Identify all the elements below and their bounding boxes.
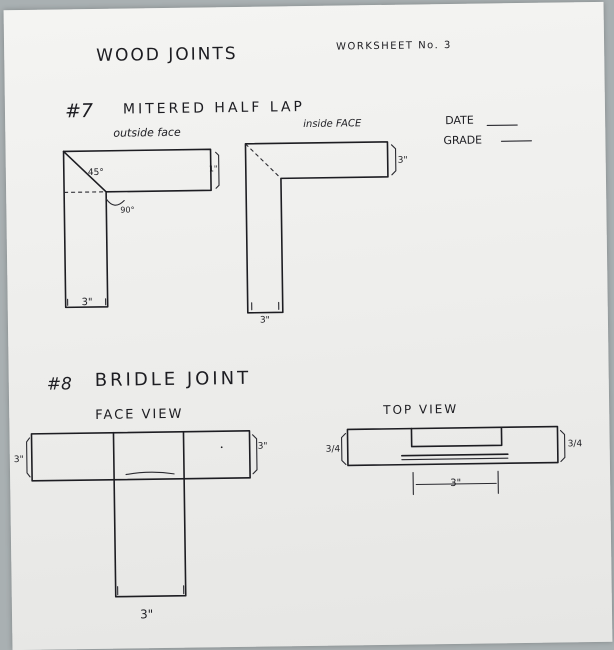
- face-view-drawing: [26, 431, 258, 598]
- face-view-left-divider: [113, 433, 114, 480]
- joint7-number: #7: [65, 100, 93, 122]
- top-view-center-dim: 3": [450, 478, 461, 489]
- top-view-mortise: [411, 427, 501, 446]
- top-view-right-bracket: [560, 430, 564, 461]
- inside-bottom-dim-ticks: [252, 302, 279, 309]
- inside-bottom-dim-label: 3": [260, 316, 270, 326]
- top-view-tenon-line: [402, 454, 508, 455]
- inside-face-outline: [245, 142, 389, 313]
- worksheet-number: WORKSHEET No. 3: [336, 40, 452, 53]
- worksheet-drawing: WOOD JOINTS WORKSHEET No. 3 #7 MITERED H…: [4, 2, 613, 650]
- face-view-right-bracket: [253, 435, 258, 474]
- outside-face-label: outside face: [113, 126, 181, 140]
- inside-side-dim-label: 3": [398, 156, 408, 166]
- grade-label: GRADE: [443, 134, 482, 148]
- joint7-name: MITERED HALF LAP: [123, 99, 305, 118]
- top-view-left-bracket: [342, 433, 346, 464]
- inside-face-drawing: [245, 142, 397, 313]
- face-view-left-dim: 3": [14, 455, 24, 465]
- angle90-arc: [106, 199, 124, 206]
- top-view-left-dim: 3/4: [326, 445, 341, 455]
- side-dim-label: 1": [209, 164, 218, 173]
- inside-miter-hidden-line: [245, 143, 280, 178]
- pencil-dot: [221, 446, 223, 448]
- face-view-bottom-ticks: [118, 586, 184, 595]
- face-view-rail: [31, 431, 250, 481]
- worksheet-title: WOOD JOINTS: [96, 44, 238, 66]
- face-view-left-bracket: [27, 438, 31, 477]
- inside-side-dim-bracket: [391, 145, 395, 175]
- face-view-shoulder-mark: [126, 472, 174, 475]
- angle45-label: 45°: [88, 168, 104, 178]
- angle90-label: 90°: [120, 205, 134, 214]
- bottom-dim-label: 3": [82, 297, 93, 308]
- face-view-label: FACE VIEW: [95, 407, 183, 423]
- face-view-bottom-dim: 3": [140, 607, 153, 621]
- face-view-right-dim: 3": [258, 442, 268, 452]
- joint8-name: BRIDLE JOINT: [95, 368, 252, 391]
- top-view-tenon-line-2: [402, 458, 508, 459]
- joint8-number: #8: [47, 374, 73, 394]
- date-label: DATE: [445, 114, 474, 127]
- face-view-stile: [114, 479, 186, 597]
- inside-face-label: inside FACE: [303, 118, 362, 130]
- top-view-label: TOP VIEW: [382, 402, 458, 417]
- miter-hidden-line: [64, 192, 106, 193]
- worksheet-paper: WOOD JOINTS WORKSHEET No. 3 #7 MITERED H…: [4, 2, 613, 650]
- face-view-right-divider: [183, 432, 184, 479]
- top-view-right-dim: 3/4: [568, 439, 583, 449]
